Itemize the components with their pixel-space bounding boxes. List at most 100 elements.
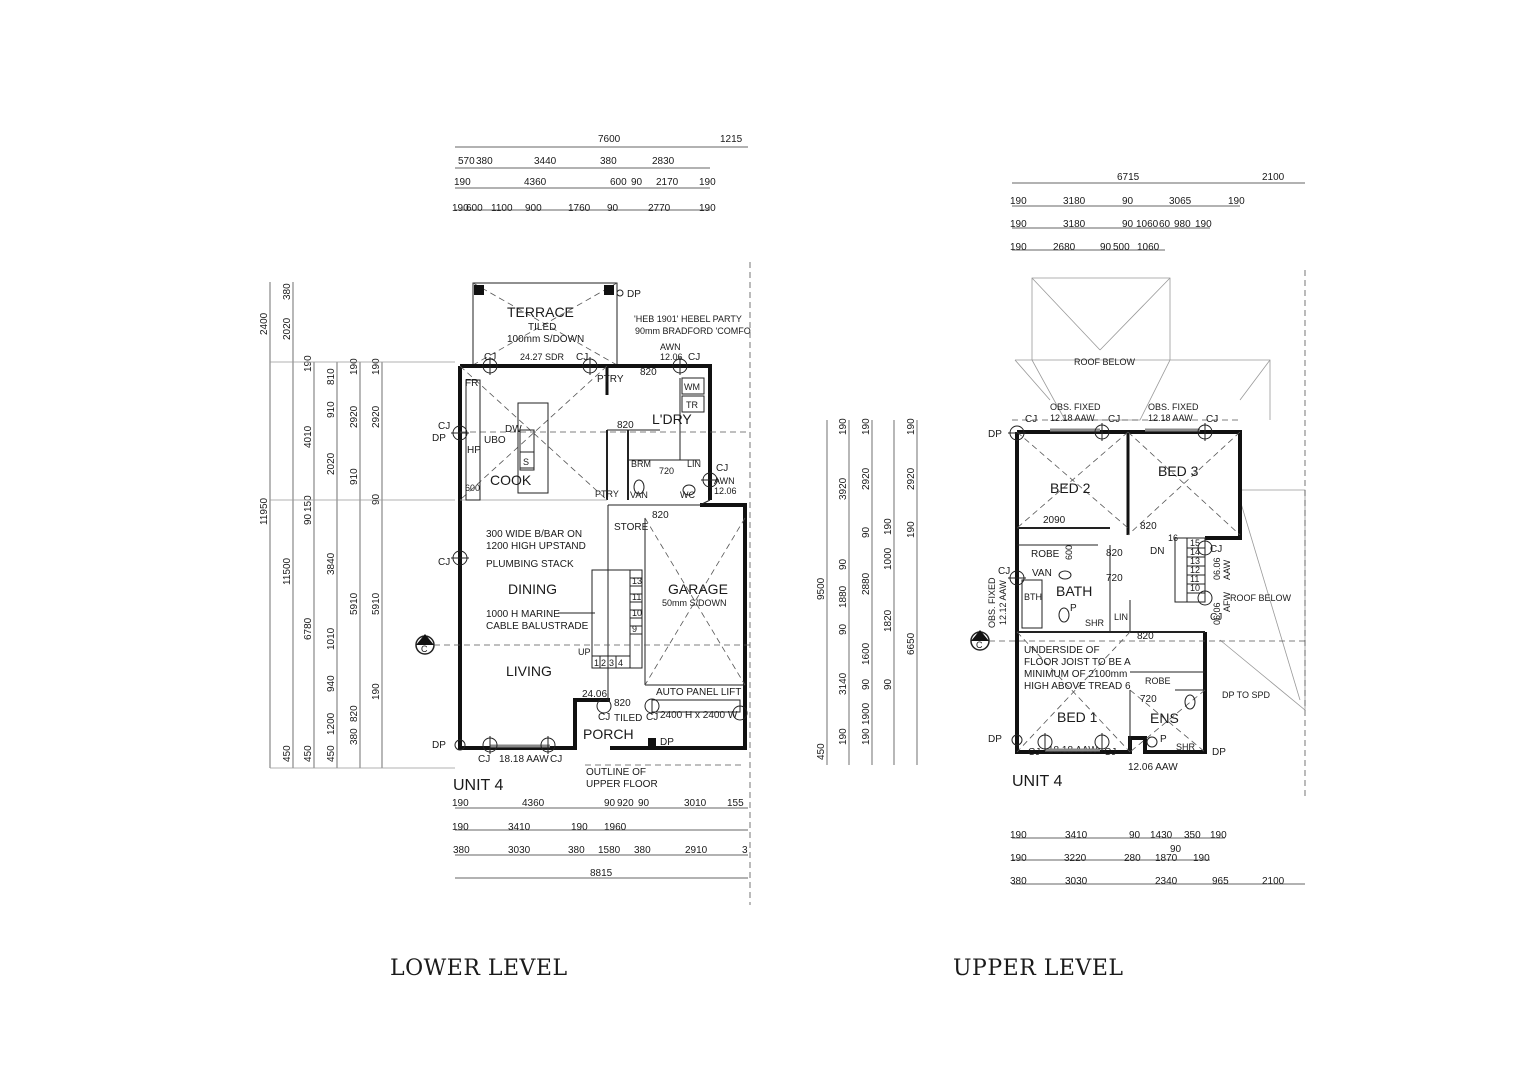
stair-number: 15 <box>1190 538 1200 548</box>
dim-label: 190 <box>1010 196 1027 207</box>
cj-label: CJ <box>1210 612 1222 623</box>
dim-label: 90 <box>1122 196 1134 207</box>
dim-label: 190 <box>571 822 588 833</box>
lower-wall <box>610 503 747 750</box>
dim-label: 190 <box>1193 853 1210 864</box>
downpipe-label: DP <box>988 734 1002 745</box>
dim-label: 810 <box>326 368 337 385</box>
dim-label: 190 <box>906 521 917 538</box>
plumbing-label: P <box>1160 734 1167 745</box>
shower-label: SHR <box>1085 618 1105 628</box>
stair-number: 4 <box>618 658 623 668</box>
window-label: AWN <box>660 342 681 352</box>
dim-label: 1580 <box>598 845 621 856</box>
dim-label: 190 <box>1228 196 1245 207</box>
dim-label: 90 <box>1100 242 1112 253</box>
dim-label: 3140 <box>838 672 849 695</box>
dim-label: 450 <box>282 745 293 762</box>
dim-label: 190 <box>1010 853 1027 864</box>
window-label: 12.18 AAW <box>1148 413 1193 423</box>
dim-label: 1880 <box>838 585 849 608</box>
dim-label: 190 <box>452 822 469 833</box>
lower-dim-total: 7600 <box>598 134 621 145</box>
cj-label: CJ <box>550 754 562 765</box>
dim-label: 190 <box>1010 830 1027 841</box>
dim-label: 2020 <box>282 317 293 340</box>
joist-note: UNDERSIDE OF <box>1024 645 1100 656</box>
cj-label: CJ <box>438 557 450 568</box>
dim-label: 90 <box>1129 830 1141 841</box>
dim-label: 380 <box>600 156 617 167</box>
window-label: 12.06 <box>660 352 683 362</box>
dim-label: 1760 <box>568 203 591 214</box>
door-width: 820 <box>1140 521 1157 532</box>
terrace-post <box>604 285 614 295</box>
dim-label: 910 <box>326 401 337 418</box>
linen-label: LIN <box>687 459 701 469</box>
door-width: 820 <box>614 698 631 709</box>
sink-label: S <box>523 457 529 467</box>
room-bed-2: BED 2 <box>1050 480 1091 496</box>
room-garage: GARAGE <box>668 581 728 597</box>
dim-label: 2020 <box>326 452 337 475</box>
dim-label: 190 <box>349 358 360 375</box>
room-bed-1: BED 1 <box>1057 709 1098 725</box>
door-width: 820 <box>652 510 669 521</box>
breakfast-bar-note: 1200 HIGH UPSTAND <box>486 541 586 552</box>
stair-number: 11 <box>1190 574 1199 584</box>
stair-down-label: DN <box>1150 546 1164 557</box>
downpipe-label: DP <box>660 737 674 748</box>
hotplate-label: HP <box>467 445 481 456</box>
stair-up-label: UP <box>578 647 591 657</box>
section-label: C <box>421 644 428 654</box>
window-label: 18.18 AAW <box>499 754 549 765</box>
terrace-note: 100mm S/DOWN <box>507 334 584 345</box>
dim-label: 980 <box>1174 219 1191 230</box>
window-label: OBS. FIXED <box>1148 402 1199 412</box>
upper-section-marker-c: C <box>970 630 1305 651</box>
vanity-label: VAN <box>630 490 648 500</box>
stair-number: 10 <box>632 608 642 618</box>
dim-label: 190 <box>699 203 716 214</box>
fridge-label: FR <box>465 378 478 389</box>
lower-wall <box>458 366 610 750</box>
dim-label: 190 <box>838 418 849 435</box>
stair-number: 13 <box>632 576 642 586</box>
dim-label: 155 <box>727 798 744 809</box>
dim-label: 2400 <box>259 312 270 335</box>
dim-label: 190 <box>906 418 917 435</box>
dim-label: 1200 <box>326 712 337 735</box>
dim-label: 90 <box>604 798 616 809</box>
downpipe-label: DP <box>432 740 446 751</box>
room-bath: BATH <box>1056 583 1092 599</box>
dim-label: 190 <box>454 177 471 188</box>
dim-label: 2170 <box>656 177 679 188</box>
lower-top-dimensions: 7600 1215 570 380 3440 380 2830 190 4360… <box>452 134 748 214</box>
dim-label: 60 <box>1159 219 1171 230</box>
joist-note: HIGH ABOVE TREAD 6 <box>1024 681 1131 692</box>
kitchen-island <box>517 402 549 494</box>
dim-label: 2910 <box>685 845 708 856</box>
dim-label: 920 <box>617 798 634 809</box>
lower-unit-label: UNIT 4 <box>453 777 503 794</box>
dim-label: 190 <box>838 728 849 745</box>
door-width: 720 <box>1140 694 1157 705</box>
dim-label: 3180 <box>1063 219 1086 230</box>
dim-label: 11500 <box>282 557 293 585</box>
dim-label: 90 <box>861 678 872 690</box>
dim-label: 90 <box>607 203 619 214</box>
upper-control-joints: CJ CJ CJ DP CJ CJ CJ DP CJ CJ DP <box>988 414 1226 758</box>
hebel-note: 90mm BRADFORD 'COMFO <box>635 326 751 336</box>
dim-label: 3410 <box>508 822 531 833</box>
upper-left-dimensions: 9500 450 190 3920 90 1880 90 3140 190 19… <box>816 418 918 765</box>
dim-label: 570 <box>458 156 475 167</box>
upper-unit-label: UNIT 4 <box>1012 773 1062 790</box>
dim-label: 900 <box>525 203 542 214</box>
door-width: 820 <box>617 420 634 431</box>
cj-label: CJ <box>688 352 700 363</box>
window-label: OBS. FIXED <box>987 577 997 628</box>
dim-label: 1060 <box>1136 219 1159 230</box>
kitchen-bench <box>465 379 481 501</box>
dishwasher-label: DW <box>505 424 522 435</box>
